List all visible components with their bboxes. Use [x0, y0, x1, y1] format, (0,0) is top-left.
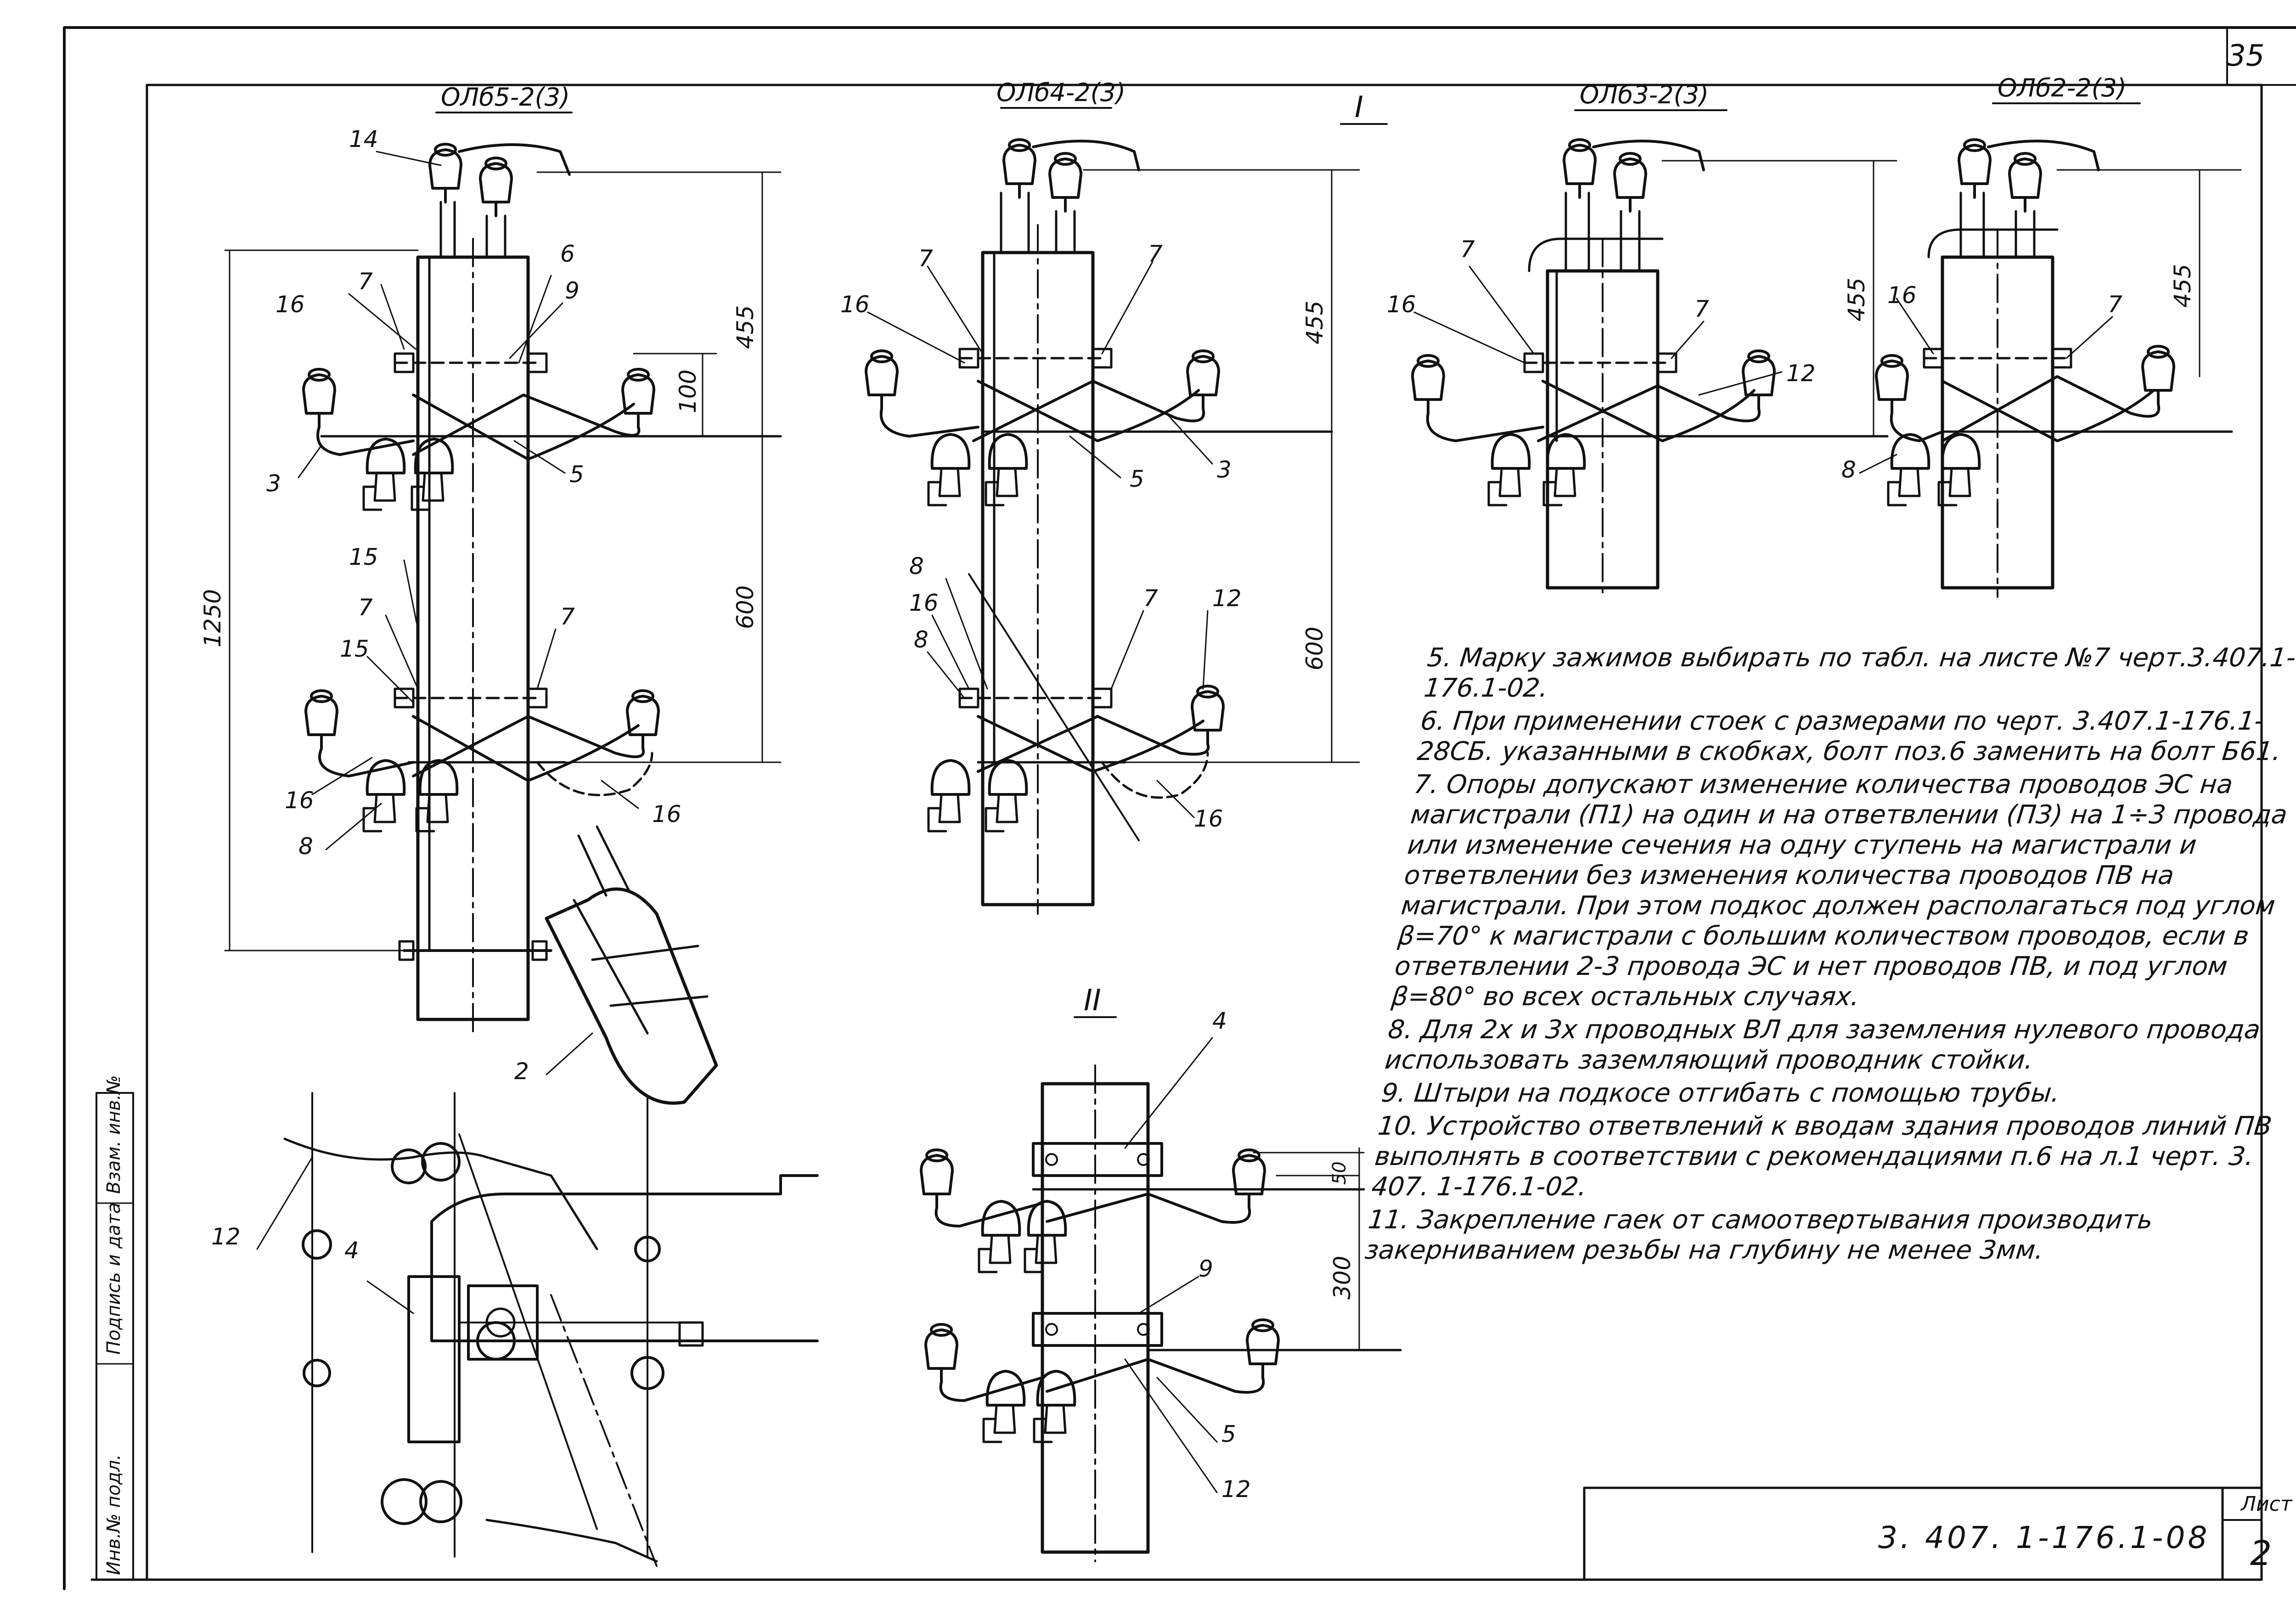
support-code-1: ОЛб5-2(3) [441, 83, 570, 112]
dim-600-b: 600 [1301, 627, 1328, 670]
dim-600-a: 600 [732, 585, 759, 629]
page-number: 35 [2227, 39, 2265, 73]
callout-7-a: 7 [358, 268, 373, 295]
callout-6: 6 [560, 241, 575, 267]
side-field-inv-no: Инв.№ подл. [103, 1454, 124, 1575]
note-9: 9. Штыри на подкосе отгибать с помощью т… [1380, 1078, 2061, 1108]
dimension-labels: 455 100 600 1250 455 600 455 455 300 50 [199, 264, 2196, 1300]
notes-block: 5. Марку зажимов выбирать по табл. на ли… [1363, 643, 2296, 1268]
callout-7-i: 7 [2108, 291, 2122, 318]
callout-12-c: 12 [211, 1223, 241, 1250]
dim-455-c: 455 [1843, 278, 1870, 321]
callout-3-b: 3 [1217, 456, 1232, 483]
callout-5-a: 5 [569, 461, 584, 488]
callout-8-d: 8 [1841, 456, 1856, 483]
plan-view [256, 1092, 819, 1567]
support-view-olb5 [224, 112, 782, 1105]
dim-1250: 1250 [199, 589, 226, 647]
note-11: 11. Закрепление гаек от самоотвертывания… [1363, 1205, 2155, 1265]
dim-455-a: 455 [732, 305, 759, 349]
view-ii [921, 1016, 1402, 1562]
callout-14: 14 [349, 126, 378, 152]
callout-7-b: 7 [358, 594, 373, 621]
support-code-2: ОЛб4-2(3) [996, 78, 1125, 107]
dim-455-b: 455 [1301, 301, 1328, 344]
callout-5-c: 5 [1221, 1421, 1236, 1447]
view-label-i: I [1355, 90, 1363, 124]
callout-7-c: 7 [560, 603, 575, 630]
callout-16-b: 16 [285, 787, 314, 814]
note-5: 5. Марку зажимов выбирать по табл. на ли… [1422, 643, 2296, 703]
callout-15-b: 15 [340, 636, 369, 662]
callout-5-b: 5 [1130, 466, 1144, 492]
callout-16-g: 16 [1387, 291, 1416, 318]
callout-15-a: 15 [349, 544, 378, 570]
callout-7-e: 7 [1148, 241, 1163, 267]
support-view-olb4 [866, 107, 1360, 915]
note-8: 8. Для 2х и 3х проводных ВЛ для заземлен… [1383, 1015, 2262, 1075]
callout-12-d: 12 [1221, 1476, 1251, 1503]
dim-50: 50 [1329, 1161, 1350, 1185]
view-labels: I II [1084, 90, 1363, 1018]
document-code: 3. 407. 1-176.1-08 [1878, 1520, 2210, 1555]
callout-16-a: 16 [276, 291, 305, 318]
callout-7-f: 7 [1143, 585, 1158, 612]
callout-4-a: 4 [344, 1237, 359, 1264]
callout-7-d: 7 [918, 245, 933, 272]
support-view-olb2 [1859, 102, 2242, 598]
callout-12-b: 12 [1786, 360, 1816, 387]
view-label-ii: II [1084, 984, 1101, 1018]
callout-4-b: 4 [1212, 1007, 1227, 1034]
callout-2: 2 [514, 1058, 529, 1085]
support-view-olb3 [1412, 109, 1897, 598]
callout-16-f: 16 [1194, 805, 1223, 832]
note-7: 7. Опоры допускают изменение количества … [1390, 770, 2289, 1012]
dim-100: 100 [675, 370, 701, 413]
sheet-label: Лист [2241, 1492, 2292, 1516]
position-callouts: 14 6 9 7 16 3 5 15 7 15 7 16 8 16 2 7 7 … [211, 126, 2122, 1503]
sheet-number: 2 [2250, 1534, 2272, 1573]
callout-7-g: 7 [1460, 236, 1475, 263]
support-code-4: ОЛб2-2(3) [1998, 73, 2127, 102]
callout-8-a: 8 [298, 833, 313, 860]
callout-9: 9 [565, 277, 580, 304]
callout-16-d: 16 [840, 291, 870, 318]
callout-7-h: 7 [1694, 296, 1709, 322]
callout-3-a: 3 [266, 470, 281, 497]
side-field-sign-date: Подпись и дата [103, 1202, 124, 1355]
dim-300: 300 [1329, 1256, 1356, 1300]
callout-12-a: 12 [1212, 585, 1242, 612]
note-6: 6. При применении стоек с размерами по ч… [1416, 706, 2283, 766]
support-code-3: ОЛб3-2(3) [1580, 80, 1709, 109]
callout-16-e: 16 [909, 590, 939, 616]
note-10: 10. Устройство ответвлений к вводам здан… [1370, 1111, 2273, 1202]
callout-8-b: 8 [909, 553, 924, 580]
callout-16-h: 16 [1887, 282, 1917, 309]
callout-8-c: 8 [914, 626, 929, 653]
support-codes: ОЛб5-2(3) ОЛб4-2(3) ОЛб3-2(3) ОЛб2-2(3) [441, 73, 2127, 112]
dim-455-d: 455 [2169, 264, 2196, 308]
callout-9-b: 9 [1199, 1255, 1213, 1282]
side-field-replaced-inv: Взам. инв.№ [103, 1075, 124, 1194]
callout-16-c: 16 [652, 801, 681, 827]
